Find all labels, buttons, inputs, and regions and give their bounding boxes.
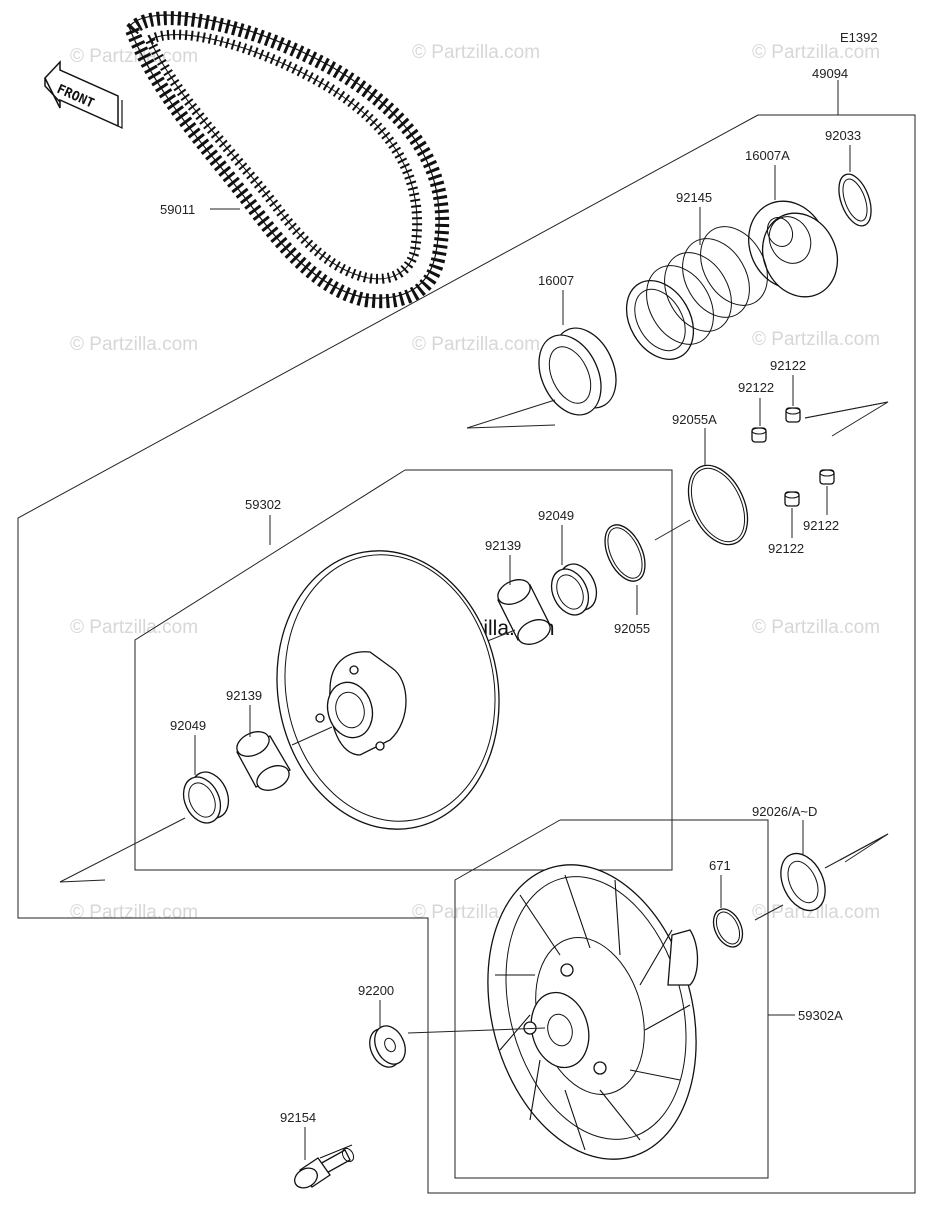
- label-92139-b: 92139: [226, 688, 262, 703]
- label-92154: 92154: [280, 1110, 316, 1125]
- part-59302a-sheave: [487, 864, 699, 1160]
- diagram-code: E1392: [840, 30, 878, 45]
- part-92049-a: [550, 563, 598, 616]
- label-92122-c: 92122: [803, 518, 839, 533]
- part-92200: [369, 1025, 406, 1068]
- watermark: © Partzilla.com: [752, 902, 880, 923]
- label-49094: 49094: [812, 66, 848, 81]
- front-arrow-icon: FRONT: [44, 60, 123, 129]
- label-671: 671: [709, 858, 731, 873]
- watermark: © Partzilla.com: [70, 902, 198, 923]
- watermark: © Partzilla.com: [70, 334, 198, 355]
- label-92122-a: 92122: [738, 380, 774, 395]
- label-92122-b: 92122: [770, 358, 806, 373]
- part-671: [712, 908, 744, 948]
- label-92055: 92055: [614, 621, 650, 636]
- watermark: © Partzilla.com: [412, 334, 540, 355]
- watermark: © Partzilla.com: [752, 329, 880, 350]
- label-92200: 92200: [358, 983, 394, 998]
- part-92026: [780, 852, 826, 912]
- part-92055a: [687, 464, 749, 546]
- subassembly-59302-outline: [134, 469, 673, 871]
- assembly-outline: [17, 80, 916, 1194]
- drive-belt: [124, 11, 450, 309]
- watermark: © Partzilla.com: [70, 46, 198, 67]
- part-92122-c: [819, 469, 835, 485]
- label-92049-a: 92049: [538, 508, 574, 523]
- part-92154: [294, 1144, 355, 1189]
- label-16007: 16007: [538, 273, 574, 288]
- watermark: © Partzilla.com: [412, 42, 540, 63]
- watermark: © Partzilla.com: [752, 42, 880, 63]
- part-92033: [838, 173, 872, 227]
- part-92122-a: [751, 427, 767, 443]
- label-92139-a: 92139: [485, 538, 521, 553]
- label-16007a: 16007A: [745, 148, 790, 163]
- label-92033: 92033: [825, 128, 861, 143]
- watermark: © Partzilla.com: [752, 617, 880, 638]
- part-92139-b: [236, 731, 291, 791]
- part-92055: [604, 524, 646, 582]
- label-59302a: 59302A: [798, 1008, 843, 1023]
- part-92122-b: [785, 407, 801, 423]
- part-16007: [538, 327, 617, 416]
- label-92055a: 92055A: [672, 412, 717, 427]
- label-92049-b: 92049: [170, 718, 206, 733]
- label-92026: 92026/A~D: [752, 804, 817, 819]
- part-92139-a: [497, 579, 551, 645]
- label-92145: 92145: [676, 190, 712, 205]
- subassembly-59302a-outline: [454, 819, 795, 1179]
- part-92145: [625, 226, 768, 360]
- part-92049-b: [182, 771, 230, 824]
- watermark: © Partzilla.com: [70, 617, 198, 638]
- label-92122-d: 92122: [768, 541, 804, 556]
- label-59302: 59302: [245, 497, 281, 512]
- label-59011: 59011: [160, 202, 195, 217]
- part-59302-sheave: [276, 550, 500, 830]
- part-16007a: [748, 200, 838, 298]
- part-92122-d: [784, 491, 800, 507]
